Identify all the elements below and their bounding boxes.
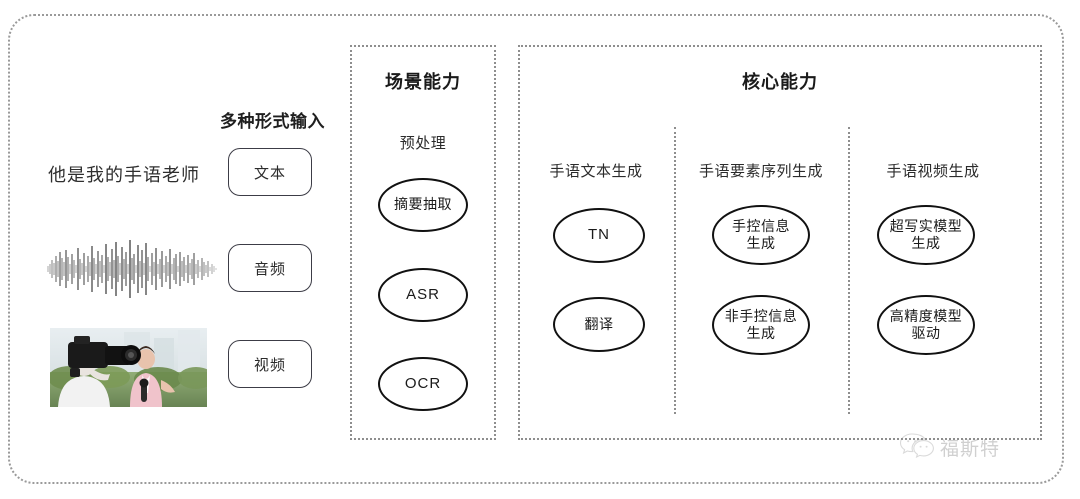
modality-pill-audio[interactable]: 音频 xyxy=(228,244,312,292)
scene-capability-panel xyxy=(350,45,496,440)
outer-frame xyxy=(8,14,1064,484)
node-high-precision-model-drive[interactable]: 高精度模型驱动 xyxy=(877,295,975,355)
node-manual-info-generation[interactable]: 手控信息生成 xyxy=(712,205,810,265)
core-column-label-sign-video: 手语视频生成 xyxy=(886,163,980,180)
core-column-label-element-sequence: 手语要素序列生成 xyxy=(698,163,823,180)
node-hyperrealistic-model-generation-label: 超写实模型生成 xyxy=(889,217,963,252)
wechat-icon xyxy=(899,432,934,463)
node-asr[interactable]: ASR xyxy=(378,268,468,322)
node-high-precision-model-drive-label: 高精度模型驱动 xyxy=(889,307,963,342)
input-section-caption: 多种形式输入 xyxy=(220,112,325,131)
scene-panel-title: 场景能力 xyxy=(385,72,461,92)
node-nonmanual-info-generation[interactable]: 非手控信息生成 xyxy=(712,295,810,355)
core-divider-2 xyxy=(848,127,850,414)
node-tn[interactable]: TN xyxy=(553,208,645,263)
node-summary-extraction[interactable]: 摘要抽取 xyxy=(378,178,468,232)
sample-text: 他是我的手语老师 xyxy=(48,165,200,185)
video-thumbnail-icon xyxy=(50,328,207,407)
waveform-icon xyxy=(44,238,220,300)
node-hyperrealistic-model-generation[interactable]: 超写实模型生成 xyxy=(877,205,975,265)
node-translation[interactable]: 翻译 xyxy=(553,297,645,352)
watermark-text: 福斯特 xyxy=(940,439,1001,460)
core-panel-title: 核心能力 xyxy=(742,72,818,92)
core-column-label-sign-text: 手语文本生成 xyxy=(549,163,643,180)
modality-pill-video[interactable]: 视频 xyxy=(228,340,312,388)
watermark: 福斯特 xyxy=(899,432,1001,463)
core-divider-1 xyxy=(674,127,676,414)
modality-pill-text[interactable]: 文本 xyxy=(228,148,312,196)
node-ocr[interactable]: OCR xyxy=(378,357,468,411)
core-capability-panel xyxy=(518,45,1042,440)
node-nonmanual-info-generation-label: 非手控信息生成 xyxy=(724,307,798,342)
scene-panel-subtitle: 预处理 xyxy=(399,135,447,152)
node-manual-info-generation-label: 手控信息生成 xyxy=(732,217,790,252)
